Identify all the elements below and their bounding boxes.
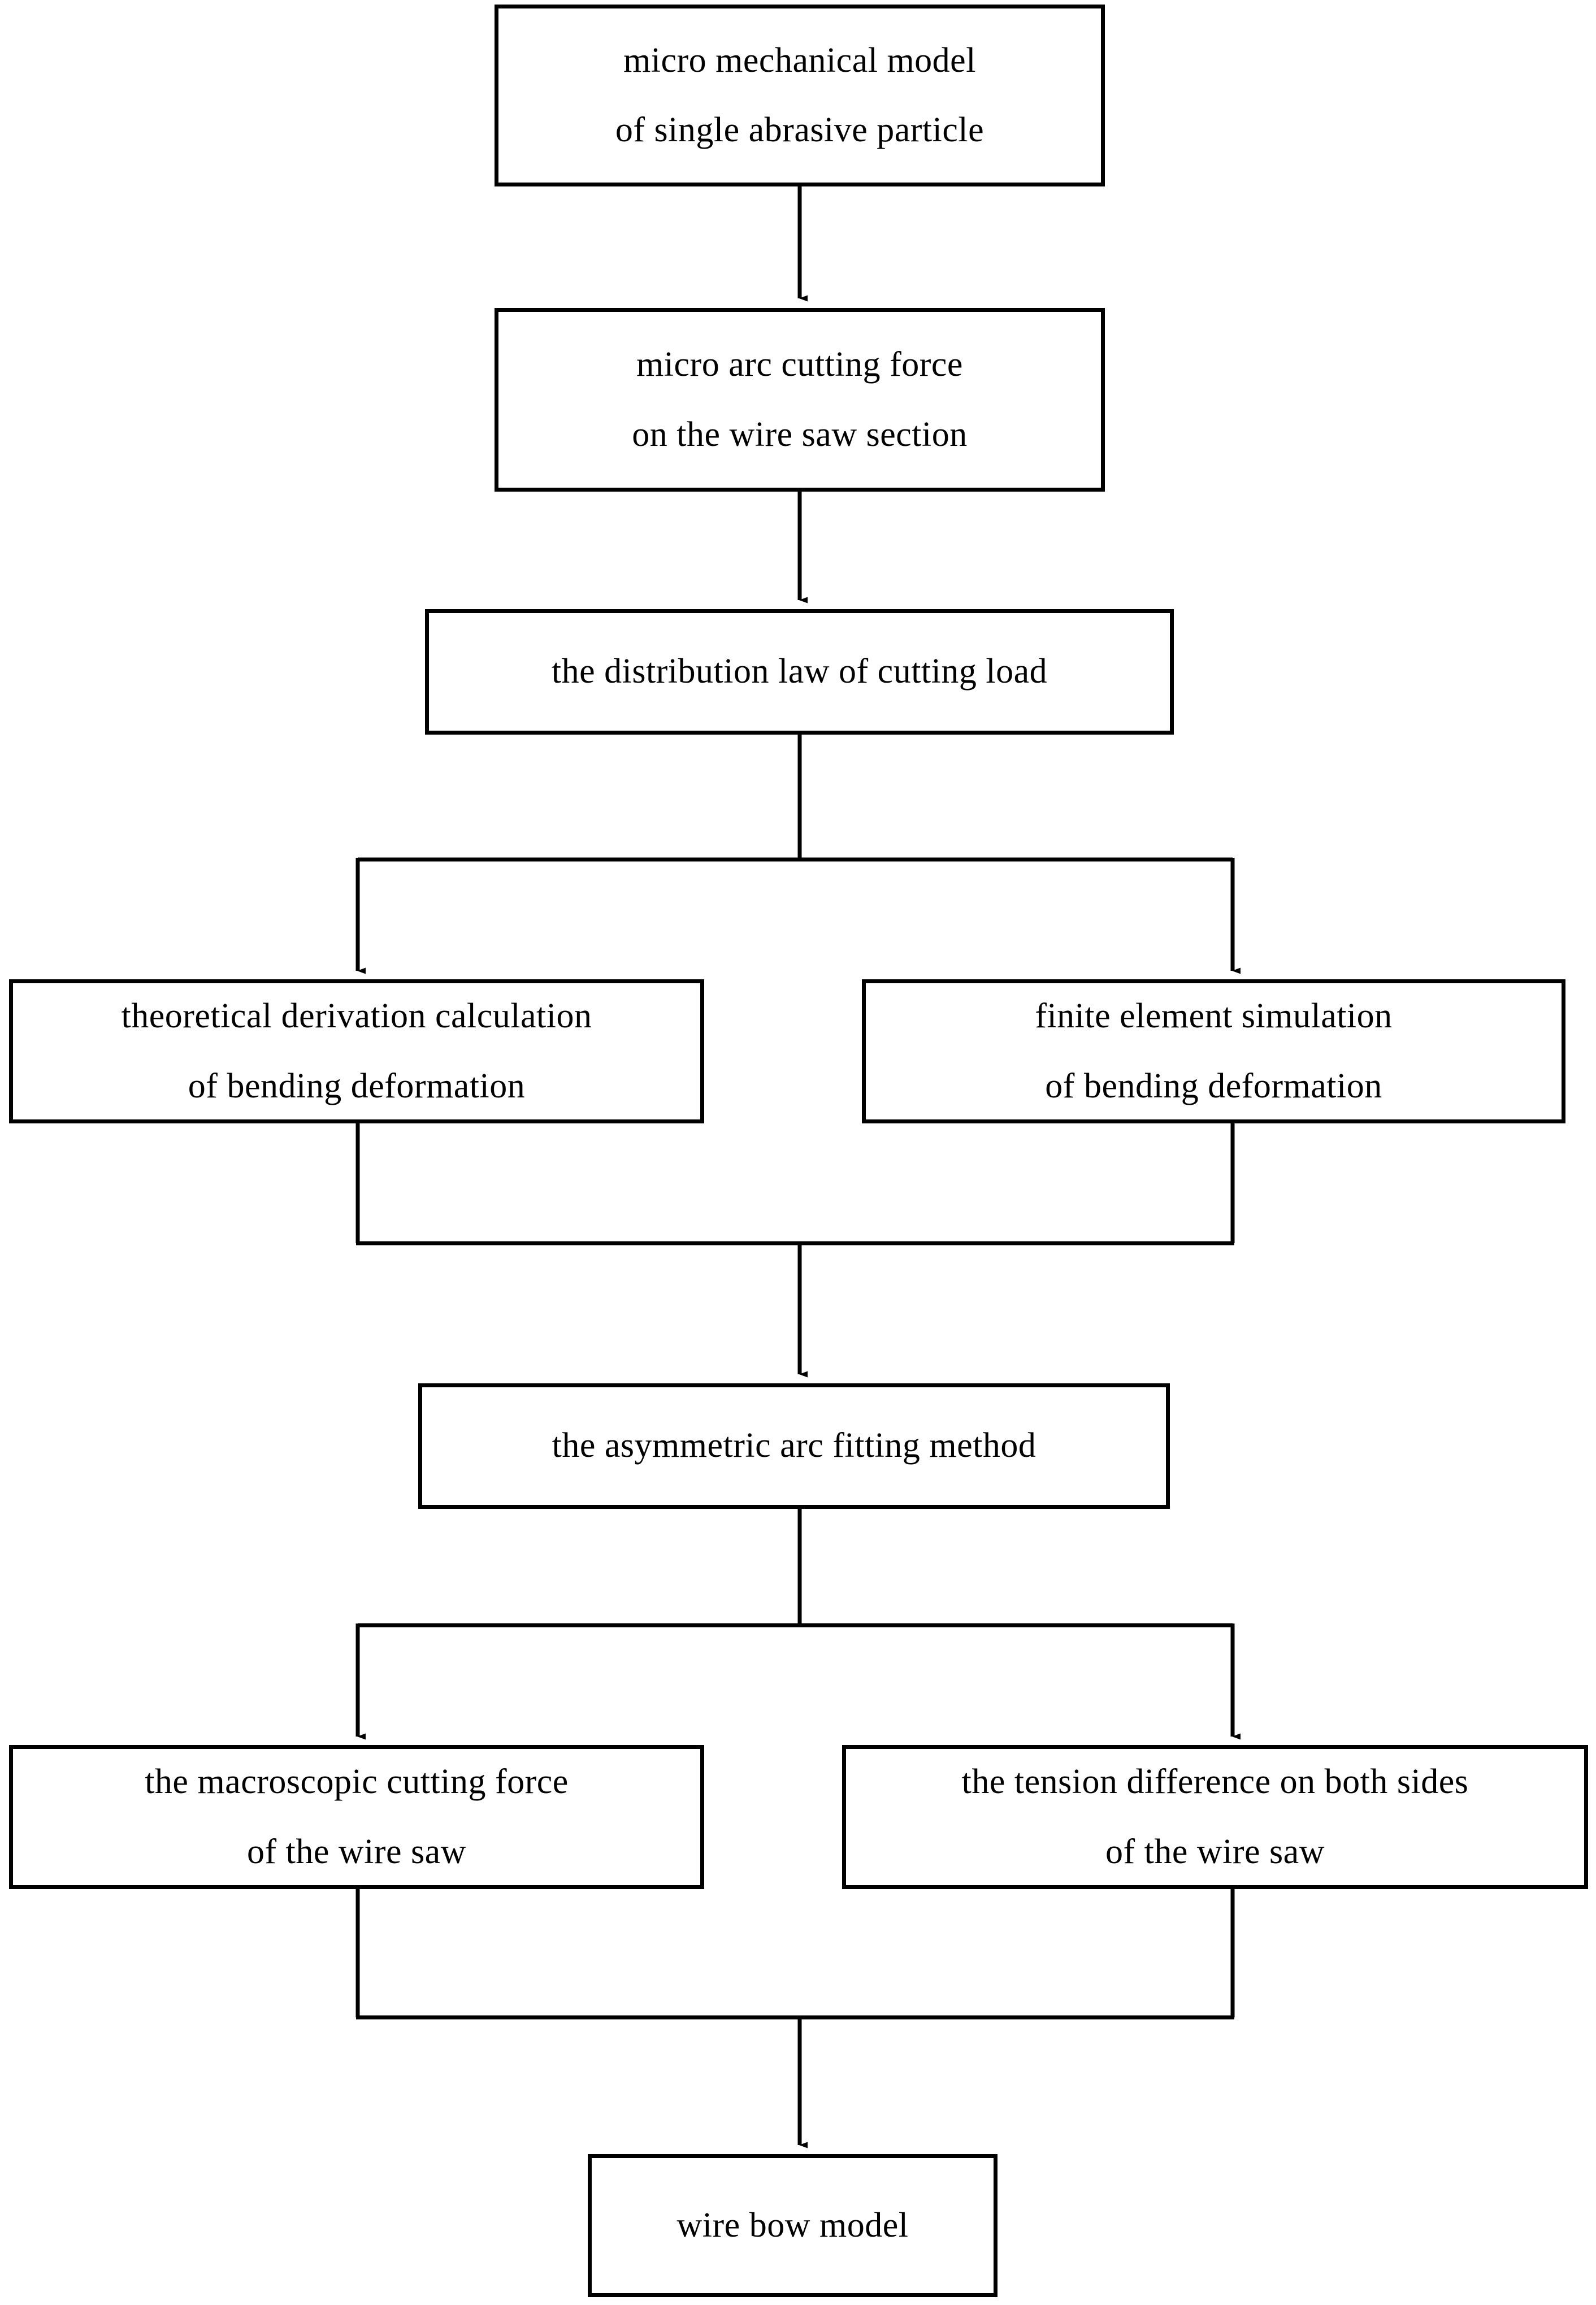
node-line-1: the asymmetric arc fitting method [552,1426,1036,1465]
node-line-1: micro mechanical model [623,41,976,80]
node-line-1: theoretical derivation calculation [121,997,592,1036]
node-wire-bow-model: wire bow model [588,2154,998,2297]
node-line-1: wire bow model [676,2206,909,2245]
edge-arc-fitting-split [355,1509,1241,1740]
edge-distribution-law-split [355,735,1241,974]
node-line-1: the tension difference on both sides [961,1763,1469,1802]
node-line-2: on the wire saw section [632,415,968,454]
node-line-1: micro arc cutting force [636,345,963,384]
node-macroscopic-cutting-force: the macroscopic cutting force of the wir… [9,1745,704,1889]
node-micro-mechanical-model: micro mechanical model of single abrasiv… [495,5,1105,186]
node-line-2: of the wire saw [1105,1832,1325,1871]
node-line-1: the distribution law of cutting load [551,652,1048,691]
edge-forces-merge-to-wire-bow [355,1889,1235,2148]
node-line-2: of bending deformation [188,1066,526,1105]
node-theoretical-derivation-calculation: theoretical derivation calculation of be… [9,979,704,1123]
node-line-2: of bending deformation [1045,1066,1382,1105]
edge-bending-merge-to-arc-fitting [355,1123,1235,1378]
node-line-1: the macroscopic cutting force [145,1763,569,1802]
node-finite-element-simulation: finite element simulation of bending def… [862,979,1565,1123]
node-distribution-law-of-cutting-load: the distribution law of cutting load [425,609,1174,735]
node-line-2: of single abrasive particle [615,111,985,149]
node-micro-arc-cutting-force: micro arc cutting force on the wire saw … [495,308,1105,492]
node-tension-difference-both-sides: the tension difference on both sides of … [842,1745,1588,1889]
node-asymmetric-arc-fitting-method: the asymmetric arc fitting method [418,1383,1170,1509]
node-line-2: of the wire saw [247,1832,466,1871]
node-line-1: finite element simulation [1035,997,1393,1036]
